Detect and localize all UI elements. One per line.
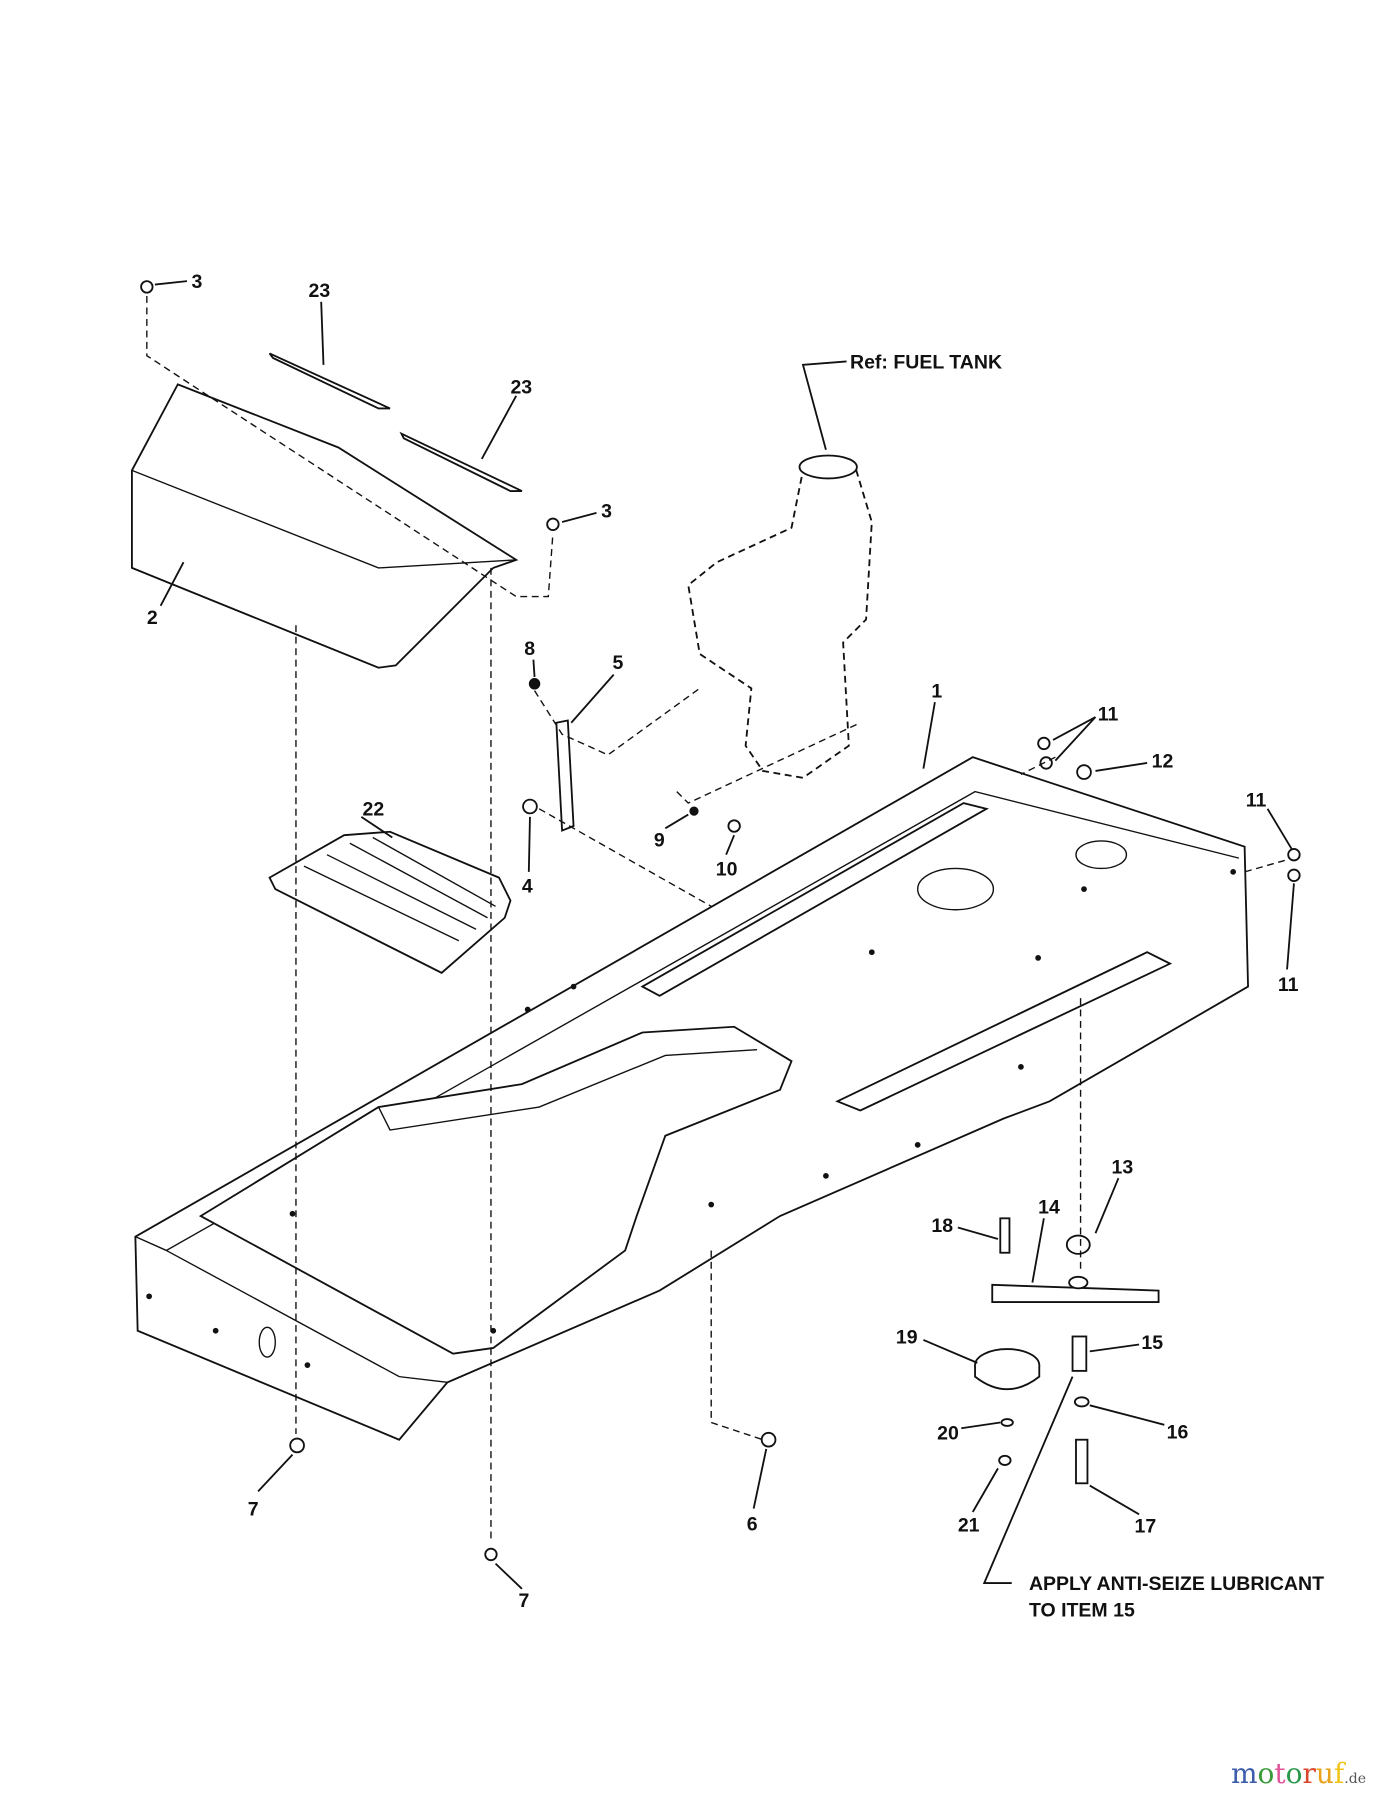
- watermark-letter: r: [1302, 1757, 1316, 1790]
- watermark-letter: m: [1230, 1757, 1258, 1790]
- lubricant-note-line2: TO ITEM 15: [1029, 1599, 1135, 1621]
- callout-13: 13: [1112, 1157, 1134, 1179]
- watermark-logo: motoruf.de: [1231, 1757, 1366, 1790]
- callout-14: 14: [1038, 1197, 1060, 1219]
- callout-11: 11: [1098, 703, 1119, 725]
- cover-part-2: [130, 383, 519, 669]
- callout-6: 6: [747, 1513, 758, 1535]
- watermark-letter: t: [1274, 1757, 1286, 1790]
- fuel-tank-reference: Ref: FUEL TANK: [850, 351, 1002, 373]
- callout-21: 21: [958, 1514, 980, 1536]
- callout-23: 23: [510, 377, 532, 399]
- callout-12: 12: [1152, 751, 1174, 773]
- callout-4: 4: [522, 876, 533, 898]
- watermark-letter: o: [1285, 1757, 1303, 1790]
- callout-17: 17: [1134, 1516, 1156, 1538]
- callout-15: 15: [1141, 1332, 1163, 1354]
- watermark-letter: o: [1257, 1757, 1275, 1790]
- watermark-letter: f: [1333, 1757, 1345, 1790]
- callout-11: 11: [1246, 790, 1267, 812]
- plate-part-22: [268, 830, 512, 974]
- callout-18: 18: [931, 1215, 953, 1237]
- frame-part-1: [134, 756, 1249, 1441]
- watermark-suffix: .de: [1344, 1771, 1366, 1787]
- callout-5: 5: [613, 652, 624, 674]
- callout-7: 7: [248, 1498, 259, 1520]
- callout-16: 16: [1167, 1422, 1189, 1444]
- strip-part-23: [399, 431, 523, 492]
- assembly-lines: [146, 296, 1285, 1543]
- callout-3: 3: [192, 271, 203, 293]
- leader-lines: [154, 280, 1295, 1590]
- callout-10: 10: [716, 858, 738, 880]
- callout-3: 3: [601, 500, 612, 522]
- callout-20: 20: [937, 1423, 959, 1445]
- callout-9: 9: [654, 830, 665, 852]
- callout-22: 22: [362, 799, 384, 821]
- callout-7: 7: [518, 1590, 529, 1612]
- callout-8: 8: [524, 638, 535, 660]
- bracket-part-5: [555, 719, 575, 832]
- fasteners: [140, 280, 1301, 1562]
- callout-1: 1: [931, 681, 942, 703]
- callout-11: 11: [1278, 974, 1299, 996]
- watermark-letter: u: [1315, 1757, 1334, 1790]
- lubricant-note-line1: APPLY ANTI-SEIZE LUBRICANT: [1029, 1573, 1324, 1595]
- strip-part-23: [268, 352, 391, 410]
- fuel-tank: [687, 454, 873, 779]
- callout-19: 19: [896, 1326, 918, 1348]
- watermark-text: motoruf: [1231, 1757, 1344, 1790]
- callout-labels: 1 2 3 3 4 5 6 7 7 8 9 10 11 11 11 12 13 …: [147, 271, 1324, 1621]
- pulley-assembly: [974, 1217, 1160, 1485]
- callout-2: 2: [147, 607, 158, 629]
- callout-23: 23: [309, 280, 331, 302]
